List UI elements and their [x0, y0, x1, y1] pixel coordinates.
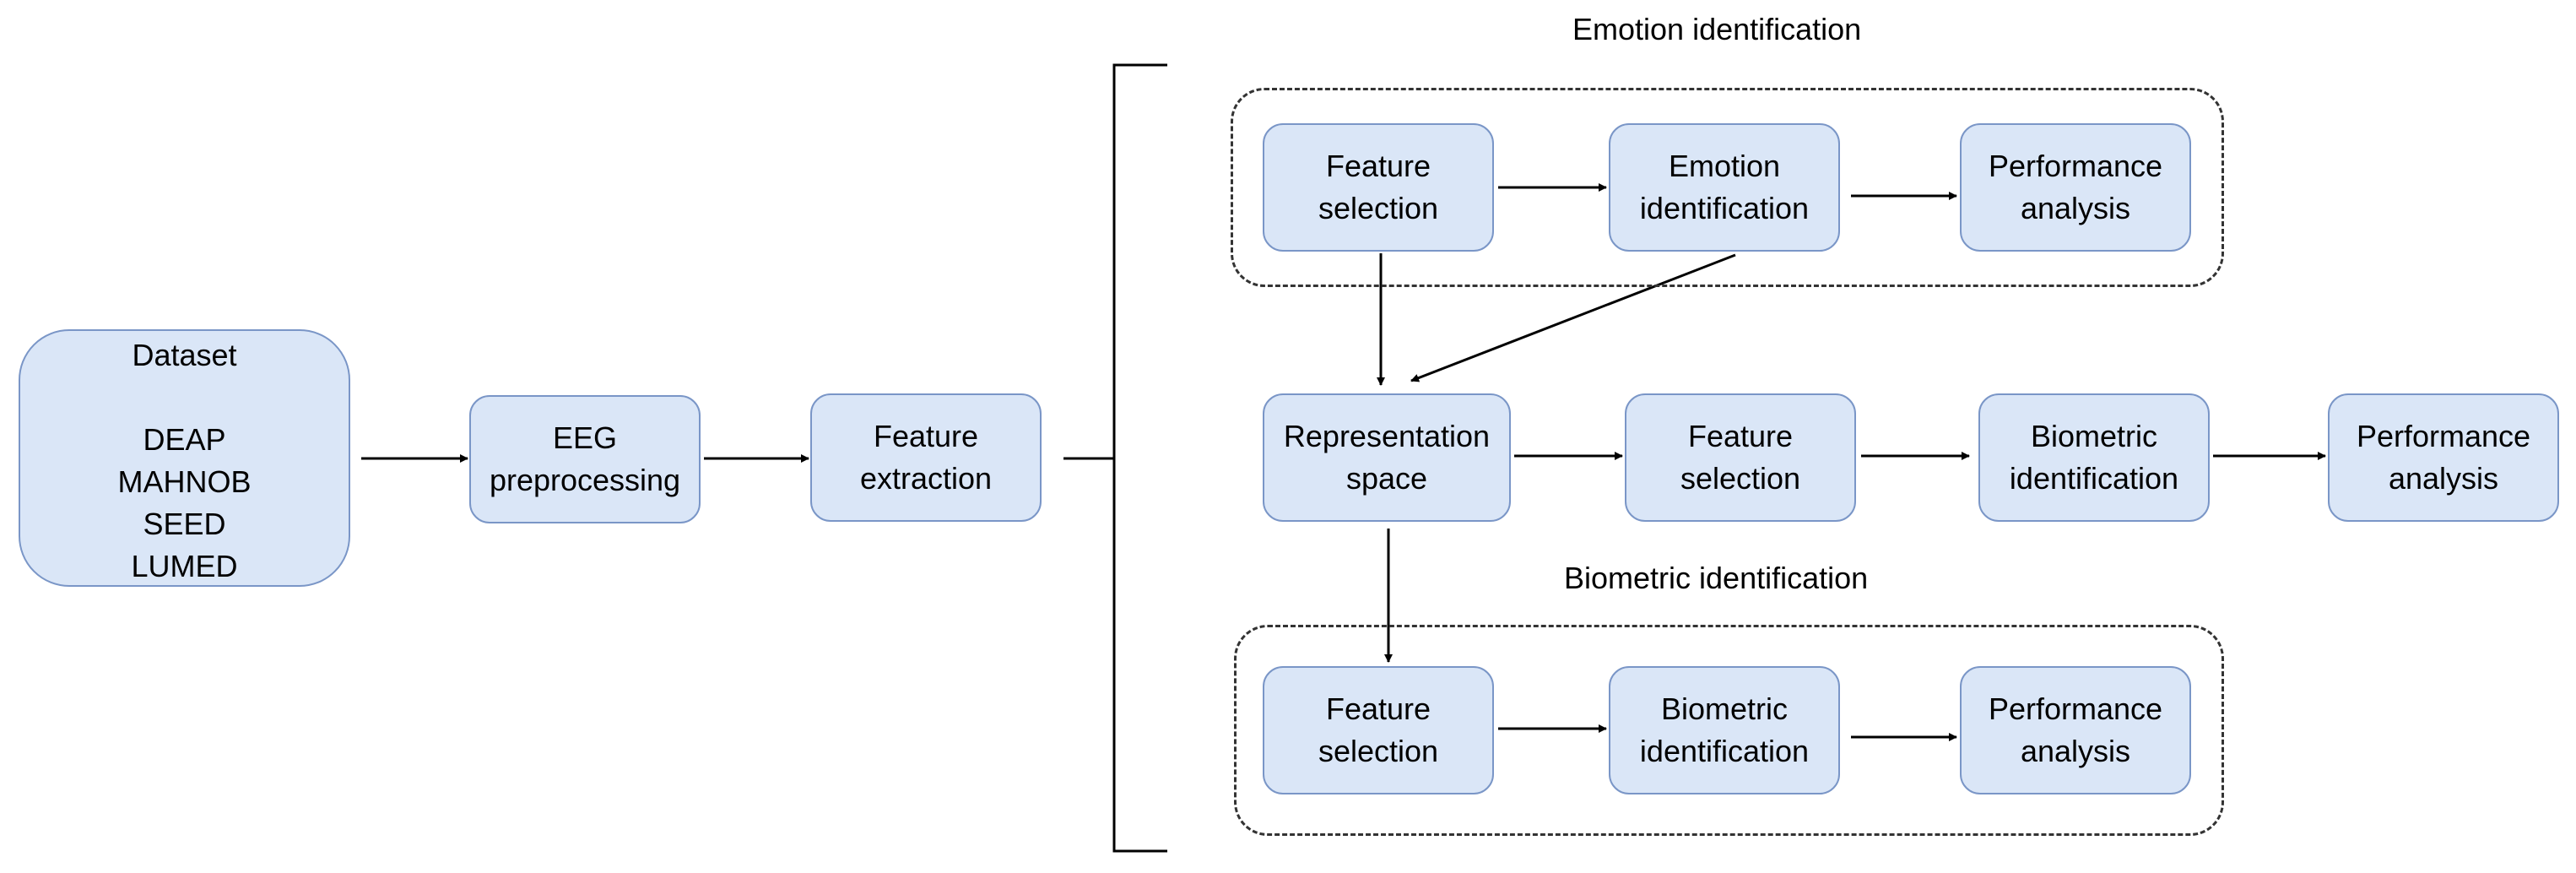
representation-space-node: Representation space — [1263, 393, 1511, 522]
emotion-group-title: Emotion identification — [1572, 12, 1862, 46]
middle-biometric-identification-label: Biometric identification — [2009, 419, 2179, 496]
arrow-emo-identification-to-representation — [1410, 253, 1736, 382]
biometric-group-container — [1234, 625, 2224, 836]
bracket — [1112, 63, 1167, 853]
biometric-performance-analysis-node: Performance analysis — [1960, 666, 2191, 794]
eeg-preprocessing-node: EEG preprocessing — [469, 395, 701, 523]
emotion-group-container — [1231, 88, 2224, 287]
representation-space-label: Representation space — [1283, 419, 1491, 496]
biometric-feature-selection-label: Feature selection — [1318, 691, 1439, 768]
biometric-identification-node: Biometric identification — [1609, 666, 1840, 794]
biometric-feature-selection-node: Feature selection — [1263, 666, 1494, 794]
feature-extraction-label: Feature extraction — [859, 419, 993, 496]
emotion-identification-label: Emotion identification — [1639, 149, 1810, 225]
emotion-identification-node: Emotion identification — [1609, 123, 1840, 252]
emotion-performance-analysis-node: Performance analysis — [1960, 123, 2191, 252]
emotion-feature-selection-label: Feature selection — [1318, 149, 1439, 225]
emotion-performance-analysis-label: Performance analysis — [1988, 149, 2163, 225]
middle-biometric-identification-node: Biometric identification — [1978, 393, 2210, 522]
middle-feature-selection-label: Feature selection — [1680, 419, 1801, 496]
emotion-feature-selection-node: Feature selection — [1263, 123, 1494, 252]
middle-performance-analysis-label: Performance analysis — [2356, 419, 2531, 496]
dataset-label: Dataset DEAP MAHNOB SEED LUMED — [117, 338, 252, 583]
biometric-identification-label: Biometric identification — [1639, 691, 1810, 768]
feature-extraction-node: Feature extraction — [810, 393, 1042, 522]
middle-feature-selection-node: Feature selection — [1625, 393, 1856, 522]
dataset-node: Dataset DEAP MAHNOB SEED LUMED — [19, 329, 350, 587]
biometric-performance-analysis-label: Performance analysis — [1988, 691, 2163, 768]
biometric-group-title: Biometric identification — [1564, 561, 1869, 595]
middle-performance-analysis-node: Performance analysis — [2328, 393, 2559, 522]
eeg-preprocessing-label: EEG preprocessing — [489, 420, 681, 497]
